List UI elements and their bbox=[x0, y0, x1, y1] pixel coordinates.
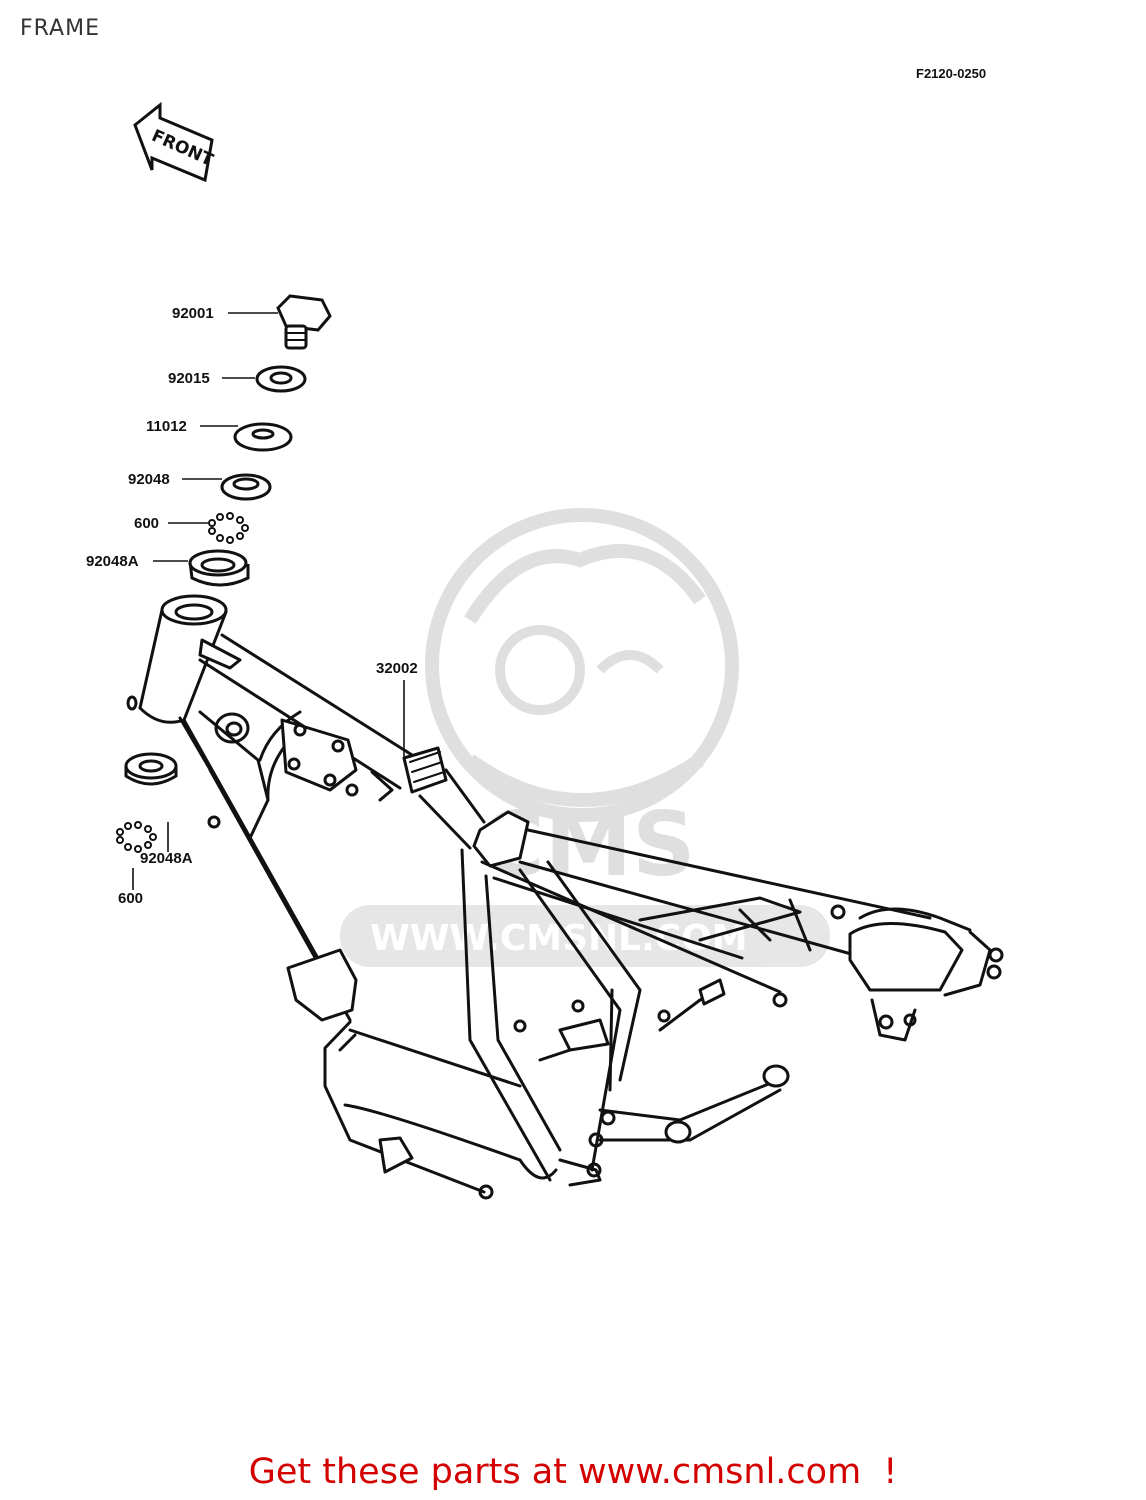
callout-600-top: 600 bbox=[134, 515, 160, 532]
callout-11012: 11012 bbox=[146, 418, 187, 435]
parts-diagram: CMS WWW.CMSNL.COM FRONT bbox=[116, 101, 1004, 1200]
front-arrow-icon: FRONT bbox=[133, 101, 216, 183]
bolt-92001-icon bbox=[276, 294, 332, 350]
callout-32002: 32002 bbox=[376, 660, 418, 677]
callout-92048a-bottom: 92048A bbox=[140, 850, 193, 867]
diagram-code: F2120-0250 bbox=[916, 66, 987, 81]
frame-32002-icon bbox=[126, 594, 1004, 1200]
callout-92048a-top: 92048A bbox=[86, 553, 139, 570]
callout-92048: 92048 bbox=[128, 471, 170, 488]
race-92048a-bottom-icon bbox=[124, 752, 178, 786]
callout-600-bottom: 600 bbox=[118, 890, 144, 907]
callout-92015: 92015 bbox=[168, 370, 210, 387]
watermark-mascot-icon bbox=[425, 508, 739, 822]
cta-banner[interactable]: Get these parts at www.cmsnl.com! bbox=[0, 1452, 1146, 1492]
ball-bearing-600-bottom-icon bbox=[116, 821, 157, 853]
leader-lines bbox=[132, 312, 405, 890]
cta-link[interactable]: Get these parts at www.cmsnl.com bbox=[248, 1452, 862, 1492]
cta-exclamation: ! bbox=[883, 1452, 898, 1492]
lock-washer-92015-icon bbox=[255, 365, 307, 393]
page-title: FRAME bbox=[20, 16, 100, 41]
race-92048-icon bbox=[220, 473, 272, 501]
callout-92001: 92001 bbox=[172, 305, 214, 322]
washer-11012-icon bbox=[233, 422, 293, 452]
ball-bearing-600-top-icon bbox=[208, 512, 249, 544]
race-92048a-top-icon bbox=[188, 549, 250, 587]
